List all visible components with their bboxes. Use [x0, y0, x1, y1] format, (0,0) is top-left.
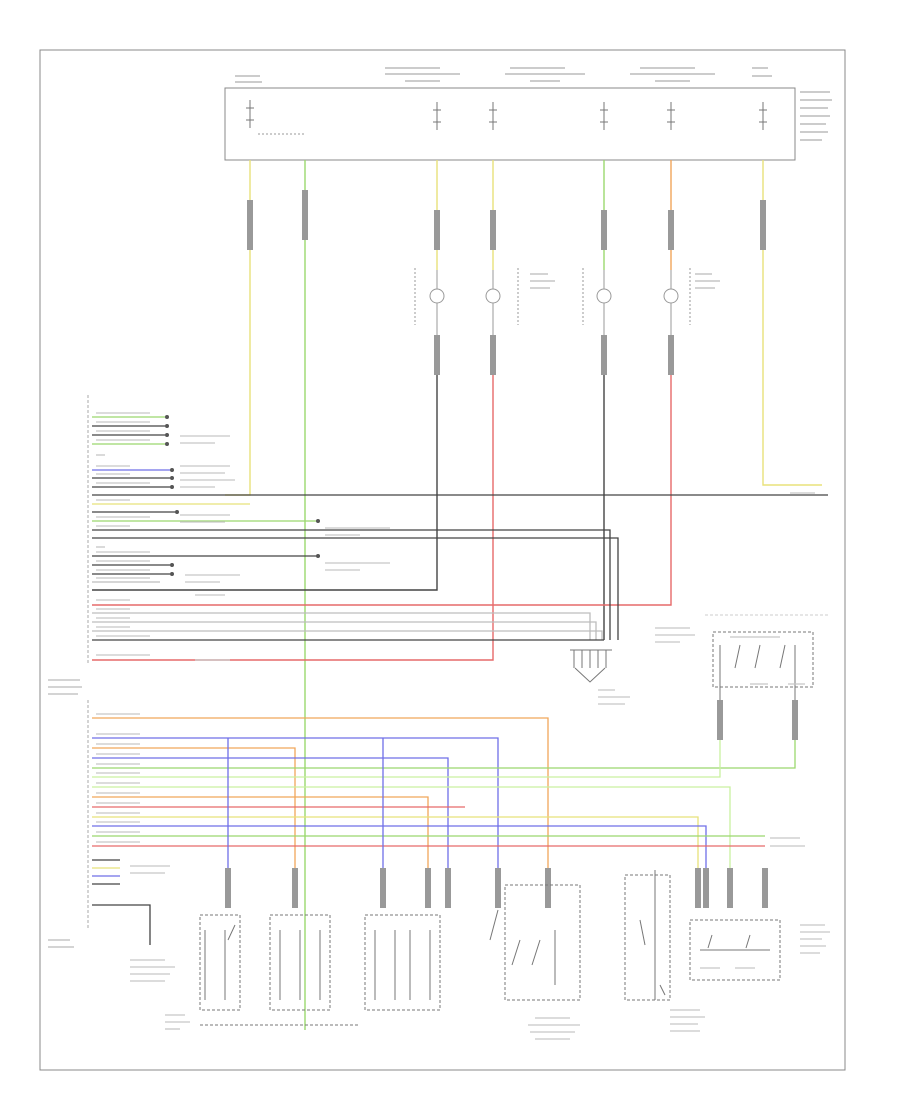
lamp-icon — [485, 288, 501, 304]
wire-fuse1 — [225, 160, 251, 496]
lamp-return-wires — [92, 375, 672, 661]
switch-assembly-right — [712, 631, 814, 700]
fuse-box-header-marks — [235, 67, 832, 141]
headlamp-assemblies — [414, 268, 691, 335]
lower-connectors — [225, 700, 798, 908]
upper-pin-wires — [92, 416, 828, 641]
lamp-label-marks — [530, 273, 720, 289]
control-module — [48, 395, 89, 948]
annotation-marks — [180, 435, 815, 661]
pin-label-marks — [96, 412, 150, 656]
ground-connector — [570, 649, 612, 683]
wire-end-dots — [165, 415, 320, 576]
lamp-icon — [663, 288, 679, 304]
fuse-box — [224, 67, 832, 161]
lamp-icon — [596, 288, 612, 304]
switch-label-marks — [655, 627, 805, 685]
diagram-frame — [39, 49, 846, 1071]
lamp-icon — [429, 288, 445, 304]
fuse-symbols — [246, 100, 767, 130]
ground-label-marks — [598, 689, 630, 705]
wire-connectors — [247, 190, 766, 375]
wire-fuse7 — [762, 160, 822, 486]
lower-pin-wires — [92, 700, 796, 945]
bottom-label-marks — [165, 924, 830, 1040]
lower-pin-label-marks — [96, 713, 805, 982]
bottom-switches — [199, 870, 781, 1026]
